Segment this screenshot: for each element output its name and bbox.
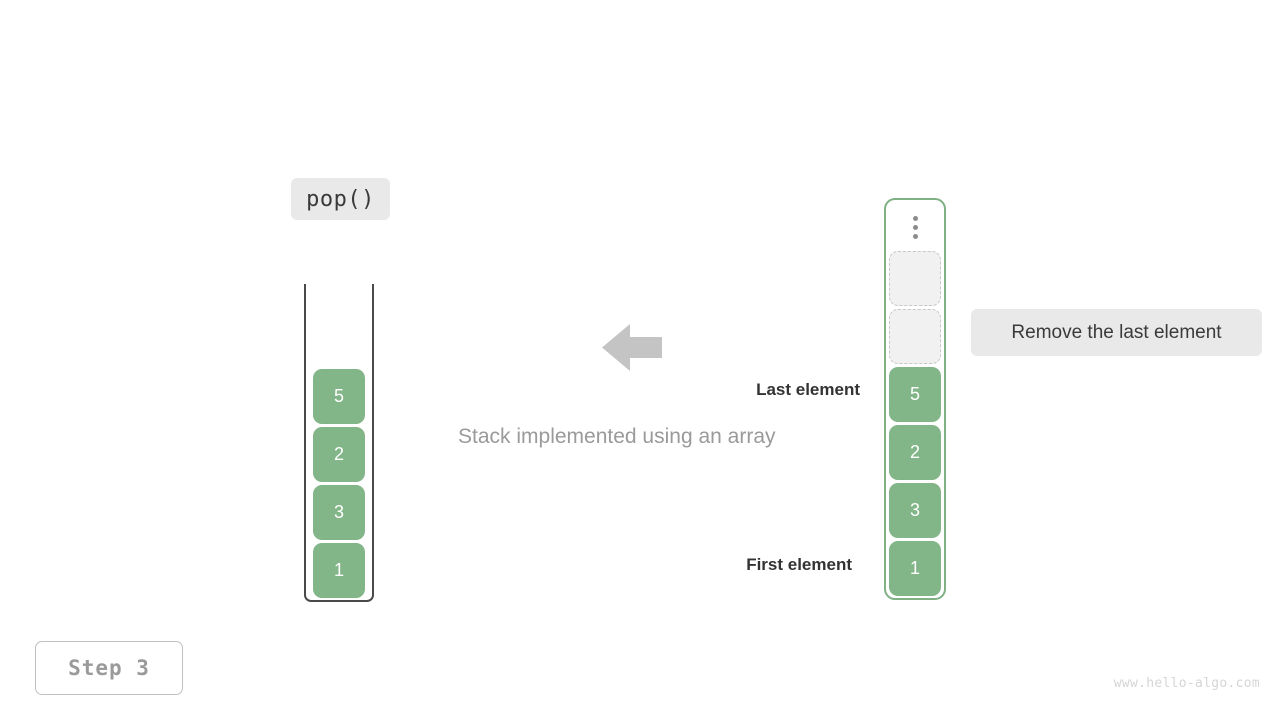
step-badge: Step 3 [35,641,183,695]
array-slot-filled: 3 [889,483,941,538]
caption-text: Stack implemented using an array [458,425,776,448]
stack-cell: 5 [313,369,365,424]
array-slot-filled: 1 [889,541,941,596]
array-slot-filled: 5 [889,367,941,422]
stack-cell-value: 5 [333,386,344,406]
watermark: www.hello-algo.com [1113,676,1260,691]
stack-cell-value: 1 [333,560,344,580]
tooltip-text: Remove the last element [1011,321,1222,343]
array-slot-empty [889,309,941,364]
stack-cell: 1 [313,543,365,598]
operation-label: pop() [291,178,390,220]
array-slot-value: 3 [909,500,920,520]
array-visualization: 5 2 3 1 [884,198,946,600]
array-slot-list: 5 2 3 1 [884,251,946,596]
array-slot-value: 2 [909,442,920,462]
left-arrow-icon [602,320,662,375]
ellipsis-dot [912,233,918,239]
annotation-first-element: First element [746,555,852,574]
stack-cell-value: 3 [333,502,344,522]
annotation-last-element: Last element [756,380,860,399]
array-slot-empty [889,251,941,306]
step-badge-label: Step 3 [68,656,150,680]
stack-cell-value: 2 [333,444,344,464]
array-slot-value: 5 [909,384,920,404]
ellipsis-dot [912,215,918,221]
vertical-ellipsis-icon [884,209,946,245]
ellipsis-dot [912,224,918,230]
stack-cell: 3 [313,485,365,540]
stack-cell: 2 [313,427,365,482]
operation-label-text: pop() [306,186,375,212]
stack-visualization: 5 2 3 1 [304,284,374,602]
tooltip-remove-last-element: Remove the last element [971,309,1262,356]
array-slot-filled: 2 [889,425,941,480]
stack-item-list: 5 2 3 1 [304,369,374,598]
array-slot-value: 1 [909,558,920,578]
